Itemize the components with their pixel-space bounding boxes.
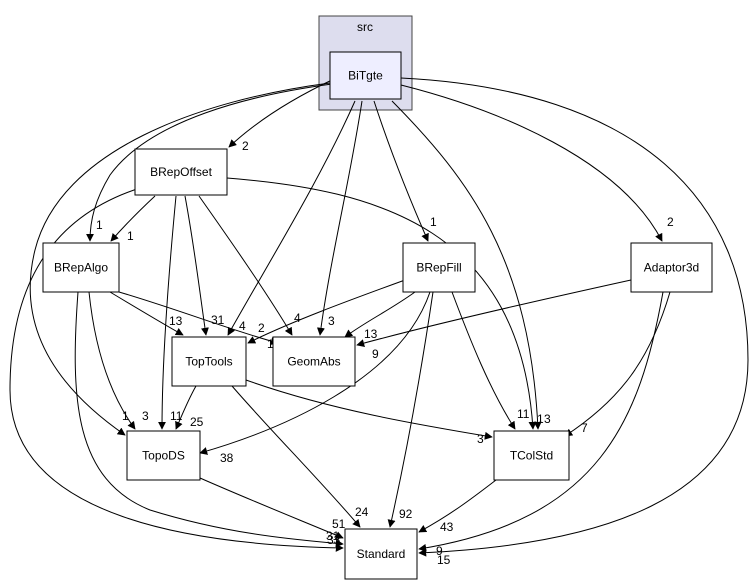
edge-label-bitgte-to-standard[interactable]: 15 [437,553,451,567]
edge-brepalgo-to-topods [88,291,136,430]
node-tcolstd-box [493,430,570,481]
edge-brepfill-to-geomabs [344,291,416,338]
edge-label-toptools-to-topods[interactable]: 25 [190,415,204,429]
edge-breproffset-to-tcolstd [226,177,537,430]
edge-brepfill-to-toptools [247,279,406,344]
edge-label-bitgte-to-adaptor3d[interactable]: 2 [667,215,674,229]
node-brepalgo[interactable]: BRepAlgo [42,242,120,293]
edge-label-adaptor3d-to-tcolstd[interactable]: 7 [581,421,588,435]
node-geomabs-label: GeomAbs [287,355,340,369]
edge-brepfill-to-topods [199,291,431,455]
edge-label-breproffset-to-tcolstd[interactable]: 1 [537,412,544,426]
edge-bitgte-to-geomabs [316,100,363,336]
node-tcolstd-label: TColStd [510,449,553,463]
edge-bitgte-to-standard [400,77,749,557]
edge-label-tcolstd-to-standard[interactable]: 43 [440,520,454,534]
edge-label-breproffset-to-standard[interactable]: 33 [327,533,341,547]
edge-bitgte-to-adaptor3d [400,84,663,242]
node-tcolstd[interactable]: TColStd [493,430,570,481]
edge-label-brepfill-to-standard[interactable]: 92 [399,507,413,521]
edge-toptools-to-standard [231,385,361,528]
node-toptools[interactable]: TopTools [171,336,247,387]
edge-label-topods-to-standard[interactable]: 51 [332,517,346,531]
edge-topods-to-standard [199,477,344,539]
edge-label-bitgte-to-tcolstd[interactable]: 3 [544,412,551,426]
node-adaptor3d-box [630,242,713,293]
edge-label-brepfill-to-toptools[interactable]: 2 [258,321,265,335]
edge-label-bitgte-to-topods[interactable]: 1 [122,409,129,423]
edge-label-brepalgo-to-toptools[interactable]: 13 [169,314,183,328]
edge-adaptor3d-to-standard [418,291,664,552]
node-breproffset[interactable]: BRepOffset [134,148,228,196]
edges-layer [9,77,749,557]
edge-tcolstd-to-standard [418,479,497,533]
edge-label-brepfill-to-tcolstd[interactable]: 11 [517,407,530,421]
cluster-src-label: src [357,20,373,34]
node-brepfill-label: BRepFill [416,261,461,275]
edge-breproffset-to-geomabs [198,195,293,336]
edge-label-brepalgo-to-topods[interactable]: 3 [142,409,149,423]
edge-brepfill-to-standard [387,291,434,528]
node-toptools-label: TopTools [185,355,232,369]
edge-bitgte-to-toptools [227,100,356,336]
edge-brepalgo-to-toptools [109,291,184,336]
edge-label-brepfill-to-geomabs[interactable]: 13 [364,327,378,341]
edge-label-adaptor3d-to-standard[interactable]: 9 [436,544,443,558]
edge-label-brepalgo-to-standard[interactable]: 31 [326,529,340,543]
node-topods-box [126,430,201,481]
node-standard[interactable]: Standard [344,528,418,580]
node-brepfill-box [402,242,476,293]
edge-brepalgo-to-standard [74,291,344,548]
node-standard-box [344,528,418,580]
edge-breproffset-to-standard [9,187,344,552]
node-bitgte[interactable]: BiTgte [329,51,402,100]
node-breproffset-label: BRepOffset [150,165,212,179]
edge-label-breproffset-to-geomabs[interactable]: 4 [294,311,301,325]
node-brepfill[interactable]: BRepFill [402,242,476,293]
node-toptools-box [171,336,247,387]
edge-adaptor3d-to-tcolstd [564,291,671,437]
node-adaptor3d[interactable]: Adaptor3d [630,242,713,293]
edge-breproffset-to-toptools [184,195,209,336]
edge-breproffset-to-brepalgo [110,195,156,242]
edge-bitgte-to-breproffset [228,78,335,148]
edge-label-bitgte-to-breproffset[interactable]: 2 [242,139,249,153]
edge-bitgte-to-brepfill [373,100,429,242]
edge-bitgte-to-tcolstd [391,100,542,430]
node-brepalgo-box [42,242,120,293]
edge-label-bitgte-to-toptools[interactable]: 4 [239,319,246,333]
node-bitgte-label: BiTgte [348,69,383,83]
edge-label-bitgte-to-brepalgo[interactable]: 1 [96,218,103,232]
edge-label-brepfill-to-topods[interactable]: 38 [220,451,234,465]
edge-toptools-to-topods [175,385,197,430]
edge-brepalgo-to-geomabs [118,291,279,345]
edge-labels-layer: 2112431315131411133131033121338119297925… [96,139,674,567]
node-bitgte-box [329,51,402,100]
node-breproffset-box [134,148,228,196]
edge-label-bitgte-to-geomabs[interactable]: 3 [328,314,335,328]
edge-bitgte-to-topods [29,82,331,436]
edge-toptools-to-tcolstd [245,379,493,440]
edge-label-toptools-to-standard[interactable]: 24 [355,505,369,519]
edge-bitgte-to-brepalgo [86,83,333,242]
node-topods-label: TopoDS [142,449,185,463]
node-geomabs-box [272,336,356,387]
node-geomabs[interactable]: GeomAbs [272,336,356,387]
node-adaptor3d-label: Adaptor3d [644,261,699,275]
node-brepalgo-label: BRepAlgo [54,261,108,275]
edge-adaptor3d-to-geomabs [356,279,632,347]
edge-label-breproffset-to-topods[interactable]: 11 [170,409,183,423]
edge-breproffset-to-topods [158,195,177,430]
edge-label-toptools-to-tcolstd[interactable]: 3 [477,432,484,446]
node-standard-label: Standard [357,547,406,561]
edge-label-breproffset-to-toptools[interactable]: 31 [211,313,225,327]
node-topods[interactable]: TopoDS [126,430,201,481]
edge-brepfill-to-tcolstd [451,291,516,430]
edge-label-bitgte-to-brepfill[interactable]: 1 [430,215,437,229]
edge-label-adaptor3d-to-geomabs[interactable]: 9 [372,347,379,361]
edge-label-breproffset-to-brepalgo[interactable]: 1 [127,229,134,243]
